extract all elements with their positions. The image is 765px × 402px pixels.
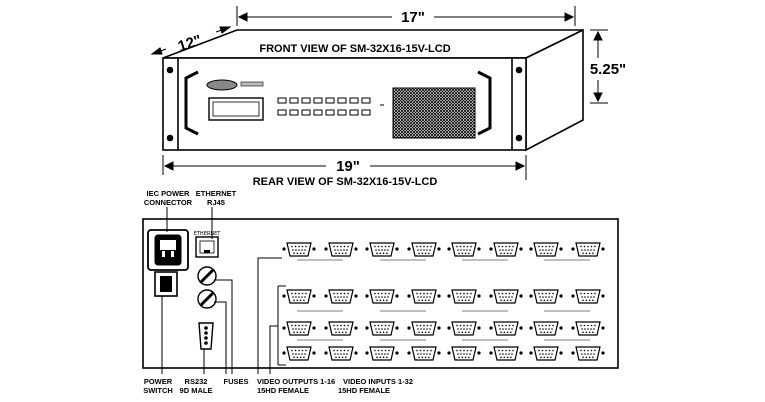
- front-panel-button: [325, 97, 335, 104]
- vga-connector: [529, 242, 563, 257]
- vga-connector: [407, 242, 441, 257]
- rack-width-dimension-label: 19": [336, 158, 360, 175]
- vga-connector: [529, 346, 563, 361]
- width-dimension-label: 17": [401, 9, 425, 26]
- front-panel-button: [301, 97, 311, 104]
- rear-view-title: REAR VIEW OF SM-32X16-15V-LCD: [253, 176, 438, 188]
- front-panel-button: [361, 109, 371, 116]
- vga-connector: [489, 346, 523, 361]
- front-panel-button: [289, 97, 299, 104]
- vga-connector: [365, 289, 399, 304]
- front-panel-button: [337, 97, 347, 104]
- front-panel-button: [277, 97, 287, 104]
- front-panel-button: [313, 109, 323, 116]
- iec-power-label-2: CONNECTOR: [144, 198, 193, 207]
- vga-connector: [447, 289, 481, 304]
- vga-connector: [324, 289, 358, 304]
- vga-connector: [282, 242, 316, 257]
- vga-connector: [324, 346, 358, 361]
- rs232-label: RS232: [185, 377, 208, 386]
- rs232-label-2: 9D MALE: [180, 386, 213, 395]
- vga-connector: [365, 346, 399, 361]
- vga-connector: [407, 289, 441, 304]
- power-switch-label-2: SWITCH: [143, 386, 173, 395]
- vga-connector: [489, 321, 523, 336]
- front-panel-button: [337, 109, 347, 116]
- video-outputs-label: VIDEO OUTPUTS 1-16: [257, 377, 335, 386]
- vga-connector: [324, 321, 358, 336]
- vga-connector: [407, 346, 441, 361]
- front-panel-button: [313, 97, 323, 104]
- vga-connector: [324, 242, 358, 257]
- vga-connector: [529, 289, 563, 304]
- vga-connector: [489, 289, 523, 304]
- vga-connector: [365, 321, 399, 336]
- front-vent-grille: [392, 87, 476, 139]
- vga-connector: [282, 289, 316, 304]
- vga-connector: [571, 289, 605, 304]
- front-panel-button: [325, 109, 335, 116]
- vga-connector: [447, 346, 481, 361]
- vga-connector: [571, 321, 605, 336]
- vga-connector: [407, 321, 441, 336]
- depth-dimension-label: 12": [176, 32, 204, 56]
- front-panel-button: [349, 97, 359, 104]
- vga-connector: [447, 321, 481, 336]
- dimension-lines: [150, 6, 608, 180]
- front-panel-button: [289, 109, 299, 116]
- iec-power-label: IEC POWER: [147, 189, 191, 198]
- vga-connector: [447, 242, 481, 257]
- vga-connector: [489, 242, 523, 257]
- front-panel-buttons: [277, 97, 384, 116]
- video-inputs-label: VIDEO INPUTS 1-32: [343, 377, 413, 386]
- front-view-title: FRONT VIEW OF SM-32X16-15V-LCD: [259, 43, 450, 55]
- front-panel-button: [277, 109, 287, 116]
- video-outputs-label-2: 15HD FEMALE: [257, 386, 309, 395]
- ethernet-port-label: ETHERNET: [194, 231, 222, 237]
- front-panel-button: [301, 109, 311, 116]
- vga-connector: [529, 321, 563, 336]
- vga-connector: [365, 242, 399, 257]
- vga-connector: [571, 242, 605, 257]
- vga-connector: [282, 346, 316, 361]
- fuses-label: FUSES: [223, 377, 248, 386]
- ethernet-label: ETHERNET: [196, 189, 237, 198]
- front-panel-button: [361, 97, 371, 104]
- power-switch-label: POWER: [144, 377, 173, 386]
- vga-connector: [571, 346, 605, 361]
- vga-connector-grid: [282, 242, 605, 361]
- video-inputs-label-2: 15HD FEMALE: [338, 386, 390, 395]
- callout-leaders: [161, 207, 282, 374]
- height-dimension-label: 5.25": [590, 61, 626, 78]
- front-panel-button: [349, 109, 359, 116]
- ethernet-label-2: RJ45: [207, 198, 225, 207]
- vga-connector: [282, 321, 316, 336]
